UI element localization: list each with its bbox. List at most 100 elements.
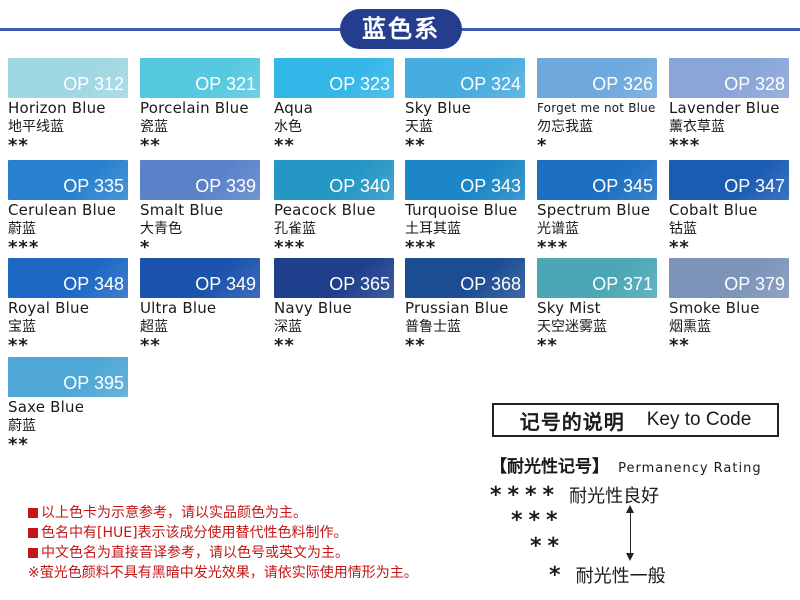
lightfastness-stars: * [537,135,548,156]
rating-stars: *** [511,508,564,533]
lightfastness-stars: *** [8,237,40,258]
color-swatch: OP 395 [8,357,128,397]
color-name-en: Peacock Blue [274,201,376,219]
lightfastness-stars: ** [140,135,161,156]
color-name-en: Navy Blue [274,299,352,317]
lightfastness-stars: ** [405,335,426,356]
arrow-shaft [630,512,631,556]
arrow-up-icon [626,505,634,513]
rating-stars: ** [530,534,566,559]
color-name-cn: 天蓝 [405,119,433,135]
color-name-cn: 薰衣草蓝 [669,119,725,135]
color-name-en: Royal Blue [8,299,90,317]
color-code: OP 347 [724,176,785,196]
color-code: OP 343 [460,176,521,196]
color-name-en: Cobalt Blue [669,201,758,219]
color-swatch: OP 326 [537,58,657,98]
lightfastness-stars: ** [669,237,690,258]
note-item: ※萤光色颜料不具有黑暗中发光效果，请依实际使用情形为主。 [28,565,418,581]
color-name-cn: 深蓝 [274,319,302,335]
color-name-en: Forget me not Blue [537,101,656,115]
lightfastness-stars: ** [8,434,29,455]
page-title: 蓝色系 [340,9,462,49]
color-name-cn: 地平线蓝 [8,119,64,135]
arrow-down-icon [626,553,634,561]
color-name-cn: 水色 [274,119,302,135]
key-title-cn: 记号的说明 [519,409,625,434]
lightfastness-stars: ** [8,335,29,356]
lightfastness-stars: *** [537,237,569,258]
color-swatch: OP 335 [8,160,128,200]
rating-row-3: *** [511,508,564,533]
color-name-en: Turquoise Blue [405,201,518,219]
lightfastness-stars: *** [274,237,306,258]
rating-stars: **** [490,483,561,508]
key-to-code-box: 记号的说明 Key to Code [492,403,779,437]
lightfastness-stars: * [140,237,151,258]
color-name-cn: 光谱蓝 [537,221,579,237]
color-code: OP 365 [329,274,390,294]
color-name-cn: 土耳其蓝 [405,221,461,237]
square-bullet-icon [28,508,38,518]
color-swatch: OP 345 [537,160,657,200]
color-swatch: OP 343 [405,160,525,200]
permanency-heading: 【耐光性记号】 Permanency Rating [490,452,762,477]
lightfastness-stars: ** [140,335,161,356]
color-code: OP 379 [724,274,785,294]
rating-stars: * [549,563,567,588]
color-swatch: OP 321 [140,58,260,98]
notes-list: 以上色卡为示意参考，请以实品颜色为主。 色名中有[HUE]表示该成分使用替代性色… [28,503,418,583]
color-swatch: OP 349 [140,258,260,298]
color-name-en: Ultra Blue [140,299,217,317]
rating-row-1: * 耐光性一般 [549,562,666,588]
color-name-en: Smoke Blue [669,299,760,317]
color-code: OP 395 [63,373,124,393]
color-name-cn: 孔雀蓝 [274,221,316,237]
color-name-en: Porcelain Blue [140,99,249,117]
color-code: OP 323 [329,74,390,94]
color-swatch: OP 339 [140,160,260,200]
color-swatch: OP 323 [274,58,394,98]
color-name-cn: 宝蓝 [8,319,36,335]
note-item: 以上色卡为示意参考，请以实品颜色为主。 [28,503,418,523]
color-name-cn: 超蓝 [140,319,168,335]
permanency-title-cn: 【耐光性记号】 [490,457,609,477]
color-code: OP 312 [63,74,124,94]
color-name-cn: 钴蓝 [669,221,697,237]
lightfastness-stars: ** [405,135,426,156]
key-title-en: Key to Code [646,409,752,430]
lightfastness-stars: ** [537,335,558,356]
color-swatch: OP 379 [669,258,789,298]
color-name-en: Prussian Blue [405,299,509,317]
color-swatch: OP 312 [8,58,128,98]
color-name-en: Sky Mist [537,299,601,317]
color-name-cn: 瓷蓝 [140,119,168,135]
lightfastness-stars: *** [669,135,701,156]
color-name-en: Sky Blue [405,99,472,117]
color-code: OP 368 [460,274,521,294]
note-item: 中文色名为直接音译参考，请以色号或英文为主。 [28,543,418,563]
color-swatch: OP 365 [274,258,394,298]
lightfastness-stars: ** [274,135,295,156]
color-name-cn: 普鲁士蓝 [405,319,461,335]
color-name-en: Cerulean Blue [8,201,117,219]
color-code: OP 321 [195,74,256,94]
color-name-cn: 蔚蓝 [8,221,36,237]
square-bullet-icon [28,548,38,558]
lightfastness-stars: ** [8,135,29,156]
color-swatch: OP 371 [537,258,657,298]
color-swatch: OP 348 [8,258,128,298]
